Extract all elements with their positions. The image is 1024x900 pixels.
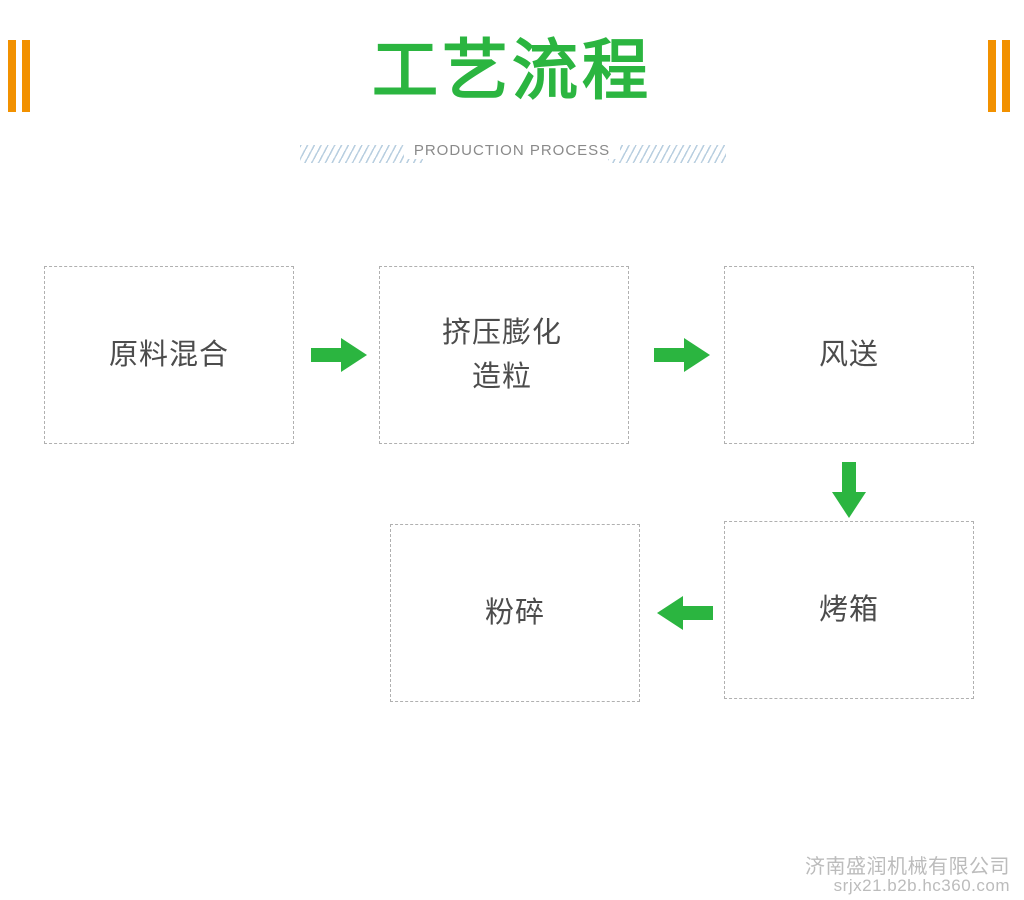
arrow-head <box>684 338 710 372</box>
arrow-head <box>341 338 367 372</box>
flow-node-air-conveying: 风送 <box>724 266 974 444</box>
arrow-right-icon-1 <box>311 338 367 372</box>
flow-node-raw-material: 原料混合 <box>44 266 294 444</box>
arrow-shaft <box>842 462 856 496</box>
page-subtitle: PRODUCTION PROCESS <box>0 142 1024 159</box>
arrow-head <box>657 596 683 630</box>
hatch-decoration-left <box>300 145 424 163</box>
orange-bar-4 <box>1002 40 1010 112</box>
flow-node-label: 烤箱 <box>818 594 879 626</box>
arrow-shaft <box>654 348 688 362</box>
decorative-bars-left <box>8 40 36 112</box>
arrow-head <box>832 492 866 518</box>
orange-bar-1 <box>8 40 16 112</box>
page-title: 工艺流程 <box>372 33 652 107</box>
arrow-shaft <box>679 606 713 620</box>
flow-node-extrusion: 挤压膨化 造粒 <box>379 266 629 444</box>
arrow-down-icon <box>832 462 866 518</box>
orange-bar-3 <box>988 40 996 112</box>
flow-node-label: 挤压膨化 造粒 <box>442 317 563 393</box>
flow-node-label: 原料混合 <box>108 339 229 371</box>
arrow-shaft <box>311 348 345 362</box>
page-subtitle-text: PRODUCTION PROCESS <box>403 142 621 159</box>
watermark-company: 济南盛润机械有限公司 <box>805 856 1010 878</box>
flow-node-label: 粉碎 <box>484 597 545 629</box>
watermark-url: srjx21.b2b.hc360.com <box>833 876 1010 895</box>
hatch-decoration-right <box>608 145 726 163</box>
arrow-right-icon-2 <box>654 338 710 372</box>
flow-node-crushing: 粉碎 <box>390 524 640 702</box>
page-header: 工艺流程 PRODUCTION PROCESS <box>0 0 1024 190</box>
orange-bar-2 <box>22 40 30 112</box>
arrow-left-icon <box>657 596 713 630</box>
decorative-bars-right <box>988 40 1016 112</box>
flow-node-oven: 烤箱 <box>724 521 974 699</box>
flow-node-label: 风送 <box>818 339 879 371</box>
